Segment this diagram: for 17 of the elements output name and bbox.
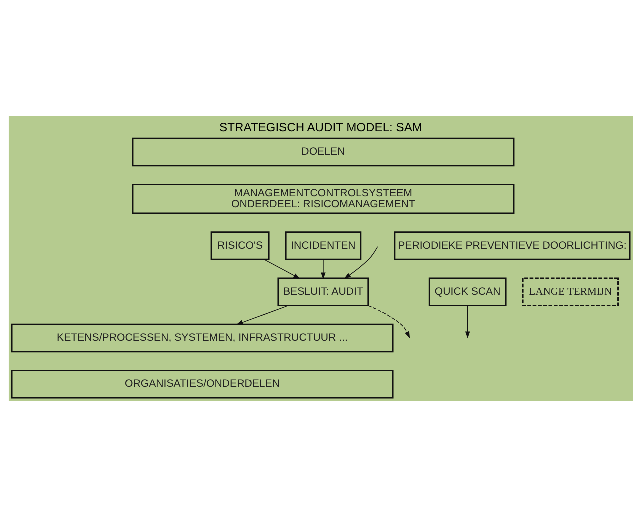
arrow bbox=[344, 246, 378, 280]
node-box: DOELEN bbox=[132, 138, 515, 167]
arrow bbox=[368, 305, 410, 338]
arrow bbox=[321, 259, 326, 280]
node-box: INCIDENTEN bbox=[285, 232, 362, 260]
node-box: KETENS/PROCESSEN, SYSTEMEN, INFRASTRUCTUUR ... bbox=[11, 324, 394, 353]
node-box: ORGANISATIES/ONDERDELEN bbox=[11, 370, 394, 399]
node-box: BESLUIT: AUDIT bbox=[278, 278, 370, 306]
diagram-title: STRATEGISCH AUDIT MODEL: SAM bbox=[220, 120, 422, 135]
node-box: QUICK SCAN bbox=[428, 278, 507, 306]
arrow bbox=[465, 305, 470, 339]
arrow bbox=[264, 259, 300, 280]
arrow bbox=[236, 305, 289, 326]
node-box: LANGE TERMIJN bbox=[522, 278, 620, 306]
node-box: MANAGEMENTCONTROLSYSTEEM ONDERDEEL: RISICOMANAGEMENT bbox=[132, 184, 515, 214]
node-box: RISICO'S bbox=[210, 232, 270, 260]
node-box: PERIODIEKE PREVENTIEVE DOORLICHTING: bbox=[394, 232, 631, 260]
